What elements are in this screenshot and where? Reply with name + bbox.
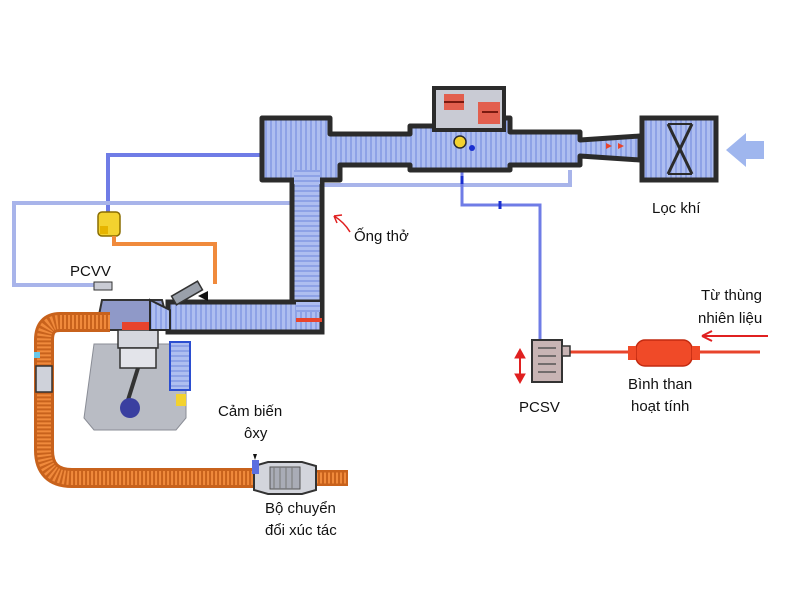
fresh-air-loop-line xyxy=(12,201,290,287)
air-filter-icon xyxy=(639,115,719,183)
intake-duct xyxy=(165,115,643,335)
tank-arrow-icon xyxy=(701,330,768,342)
intake-runner xyxy=(149,298,171,331)
pcsv-label: PCSV xyxy=(519,399,560,416)
pcvv-label: PCVV xyxy=(70,263,111,280)
canister-icon xyxy=(628,339,700,367)
pcv-vacuum-line xyxy=(106,153,262,212)
pcv-hose xyxy=(112,236,217,284)
injector-icon xyxy=(170,280,208,306)
intake-air-arrows xyxy=(606,143,624,149)
pcv-valve-icon xyxy=(97,211,121,237)
from-tank-label-line2: nhiên liệu xyxy=(698,310,762,327)
balance-line xyxy=(300,170,572,187)
exhaust-pipe xyxy=(34,312,348,488)
catalyst-label-line2: đổi xúc tác xyxy=(265,522,337,539)
purge-line xyxy=(460,150,542,340)
throttle-body-icon xyxy=(432,86,506,151)
purge-solenoid-icon xyxy=(531,339,571,383)
pcv-grommet xyxy=(93,281,113,291)
o2-sensor-label-line1: Cảm biến xyxy=(218,403,282,420)
breather-leader-arrow xyxy=(333,214,351,233)
breather-label: Ống thở xyxy=(354,227,409,245)
o2-sensor-icon xyxy=(252,454,259,474)
intake-arrow-icon xyxy=(726,133,764,167)
from-tank-label-line1: Từ thùng xyxy=(701,287,762,304)
canister-label-line2: hoạt tính xyxy=(631,398,689,415)
catalyst-label-line1: Bộ chuyển xyxy=(265,500,336,517)
pcsv-bidirectional-arrow-icon xyxy=(514,347,526,385)
canister-label-line1: Bình than xyxy=(628,376,692,393)
air-filter-label: Lọc khí xyxy=(652,200,701,217)
vacuum-lines xyxy=(12,150,572,340)
o2-sensor-label-line2: ôxy xyxy=(244,425,268,442)
catalytic-converter-icon xyxy=(253,461,317,495)
